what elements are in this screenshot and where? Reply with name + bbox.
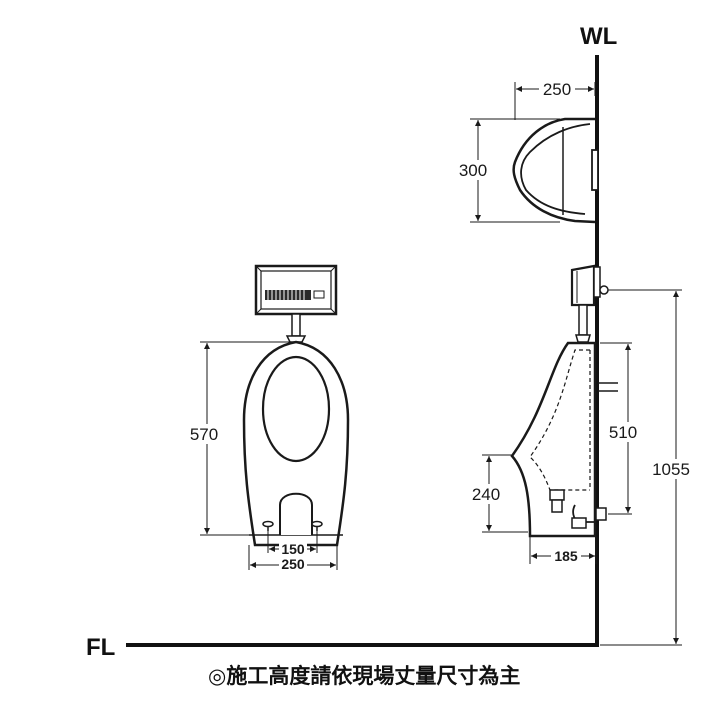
- front-base-width-label: 250: [281, 556, 305, 572]
- wall-label: WL: [580, 23, 617, 50]
- top-height-label: 300: [459, 161, 487, 180]
- top-width-label: 250: [543, 80, 571, 99]
- top-view-urinal: [512, 117, 599, 224]
- side-top-height-label-bg: [605, 422, 643, 442]
- front-hole-spacing-label: 150: [281, 541, 305, 557]
- side-flush-height-label: 1055: [652, 460, 690, 479]
- top-width-label-bg: [539, 79, 575, 99]
- side-depth-label-bg: [551, 548, 581, 564]
- front-base-label-bg: [279, 557, 307, 572]
- side-lip-height-label: 240: [472, 485, 500, 504]
- side-top-height-label: 510: [609, 423, 637, 442]
- front-urinal-body: [242, 340, 350, 547]
- side-depth-label: 185: [554, 548, 578, 564]
- front-height-label-bg: [185, 424, 225, 444]
- front-height-label: 570: [190, 425, 218, 444]
- front-flush-valve: [254, 264, 338, 343]
- side-flush-height-label-bg: [650, 459, 700, 479]
- front-spacing-label-bg: [279, 541, 307, 556]
- side-urinal-body: [510, 341, 618, 538]
- side-flush-valve: [570, 264, 609, 343]
- installation-note: ◎施工高度請依現場丈量尺寸為主: [208, 664, 521, 688]
- top-height-label-bg: [454, 160, 494, 180]
- floor-label: FL: [86, 634, 115, 661]
- side-lip-height-label-bg: [467, 484, 507, 504]
